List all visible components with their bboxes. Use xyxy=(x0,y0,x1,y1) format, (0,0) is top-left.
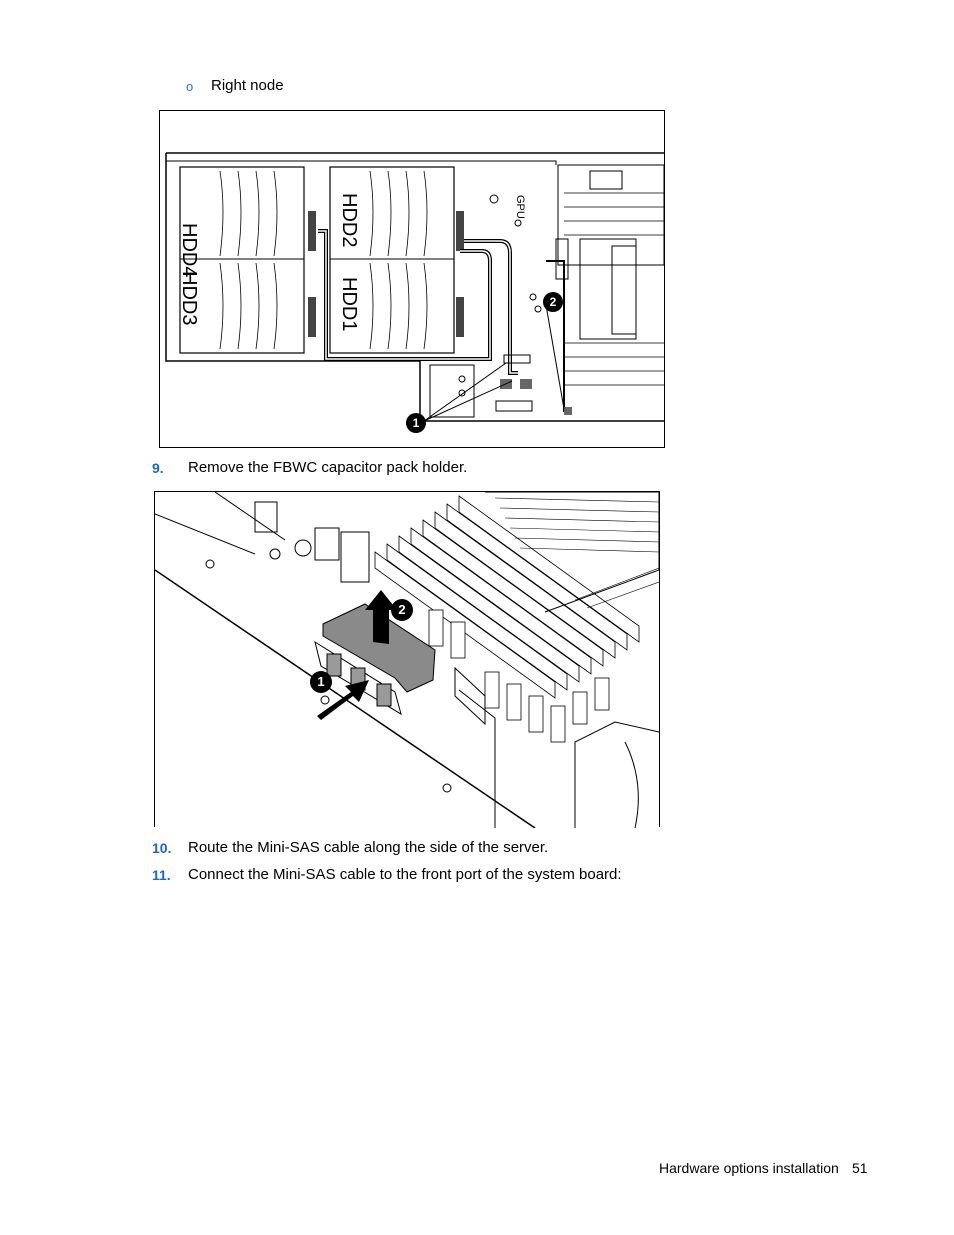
step-10-text: Route the Mini-SAS cable along the side … xyxy=(188,839,549,856)
callout-2: 2 xyxy=(543,292,563,312)
figure-right-node-cabling: HDD4 HDD3 HDD2 HDD1 GPU 1 2 xyxy=(159,110,665,448)
callout-1: 1 xyxy=(406,413,426,433)
footer-section: Hardware options installation xyxy=(659,1160,839,1176)
figure2-drawing xyxy=(155,492,659,828)
figure-fbwc-holder-removal: 1 2 xyxy=(154,491,660,828)
step-9-text: Remove the FBWC capacitor pack holder. xyxy=(188,459,468,476)
bullet-marker: o xyxy=(186,79,194,94)
sub-bullet-text: Right node xyxy=(211,77,284,94)
step-10-number: 10. xyxy=(152,840,172,856)
drive-label-hdd3: HDD3 xyxy=(178,271,200,326)
drive-label-hdd2: HDD2 xyxy=(338,193,360,248)
step-11-text: Connect the Mini-SAS cable to the front … xyxy=(188,866,622,883)
drive-label-hdd4: HDD4 xyxy=(178,223,200,278)
footer-page-number: 51 xyxy=(852,1160,868,1176)
step-11-number: 11. xyxy=(152,867,171,883)
gpu-label: GPU xyxy=(514,195,526,219)
callout-2: 2 xyxy=(391,599,413,621)
drive-label-hdd1: HDD1 xyxy=(338,277,360,332)
callout-1: 1 xyxy=(310,671,332,693)
step-9-number: 9. xyxy=(152,460,164,476)
figure1-drawing xyxy=(165,152,664,422)
